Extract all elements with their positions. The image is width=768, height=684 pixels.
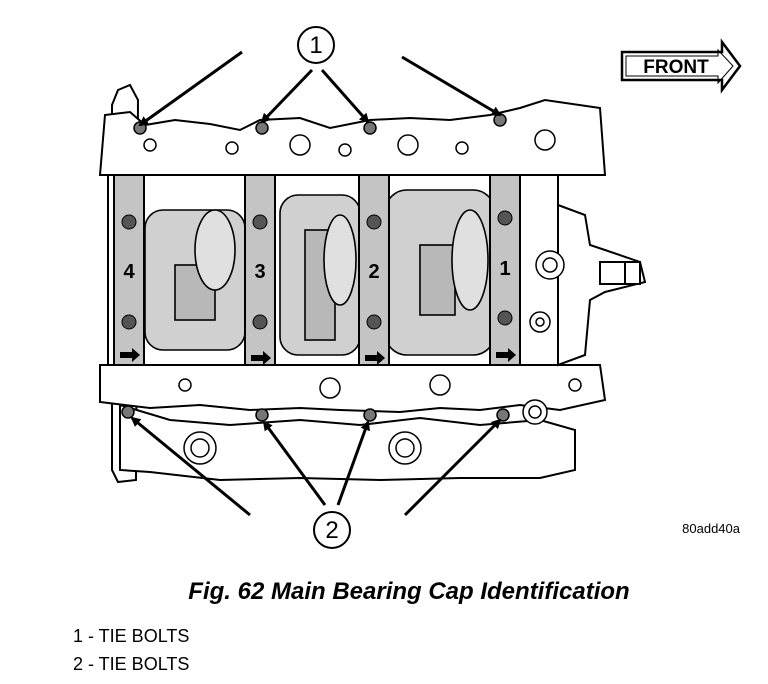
bearing-cap-4: [113, 174, 145, 366]
cap-number-2: 2: [368, 261, 379, 283]
cap-number-3: 3: [254, 261, 265, 283]
callout-2: 2: [313, 511, 351, 549]
callout-2-leaders: [130, 416, 502, 517]
callout-1-leaders: [138, 50, 502, 127]
legend-item-2: 2 - TIE BOLTS: [73, 654, 190, 674]
callout-1-number: 1: [309, 32, 322, 59]
engine-block-diagram: FRONT: [98, 26, 742, 549]
legend-item-1: 1 - TIE BOLTS: [73, 626, 190, 646]
crankshaft: [144, 189, 496, 356]
cap-number-4: 4: [123, 261, 135, 283]
front-label: FRONT: [643, 57, 709, 78]
tie-bolts-bottom: [121, 405, 510, 422]
bearing-cap-1: [489, 174, 521, 366]
figure-caption: Fig. 62 Main Bearing Cap Identification: [188, 578, 630, 605]
bearing-cap-3: [244, 174, 276, 366]
block-bolts: [143, 129, 582, 465]
bearing-cap-2: [358, 174, 390, 366]
figure-code: 80add40a: [682, 521, 741, 536]
cap-number-1: 1: [499, 258, 510, 280]
callout-2-number: 2: [325, 517, 338, 544]
callout-1: 1: [297, 26, 335, 64]
front-direction-arrow: FRONT: [620, 38, 742, 94]
